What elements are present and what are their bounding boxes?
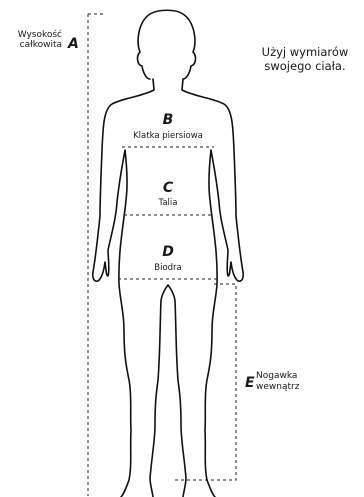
inseam-label: Nogawka wewnątrz (256, 371, 299, 393)
waist-label: Talia (118, 198, 218, 208)
measure-letter-c: C (148, 181, 188, 195)
measure-letter-a: A (68, 37, 79, 51)
total-height-label: Wysokość całkowita (2, 30, 62, 50)
measure-letter-e: E (245, 376, 255, 390)
measure-letter-d: D (148, 245, 188, 259)
total-height-label-line1: Wysokość (2, 30, 62, 40)
hips-label: Biodra (118, 263, 218, 273)
measurement-hint: Użyj wymiarów swojego ciała. (246, 45, 364, 73)
chest-label: Klatka piersiowa (118, 131, 218, 141)
measurement-hint-line2: swojego ciała. (246, 59, 364, 73)
measurement-hint-line1: Użyj wymiarów (246, 45, 364, 59)
measure-letter-b: B (148, 113, 188, 127)
inseam-label-line2: wewnątrz (256, 382, 299, 393)
total-height-label-line2: całkowita (2, 40, 62, 50)
inseam-label-line1: Nogawka (256, 371, 299, 382)
